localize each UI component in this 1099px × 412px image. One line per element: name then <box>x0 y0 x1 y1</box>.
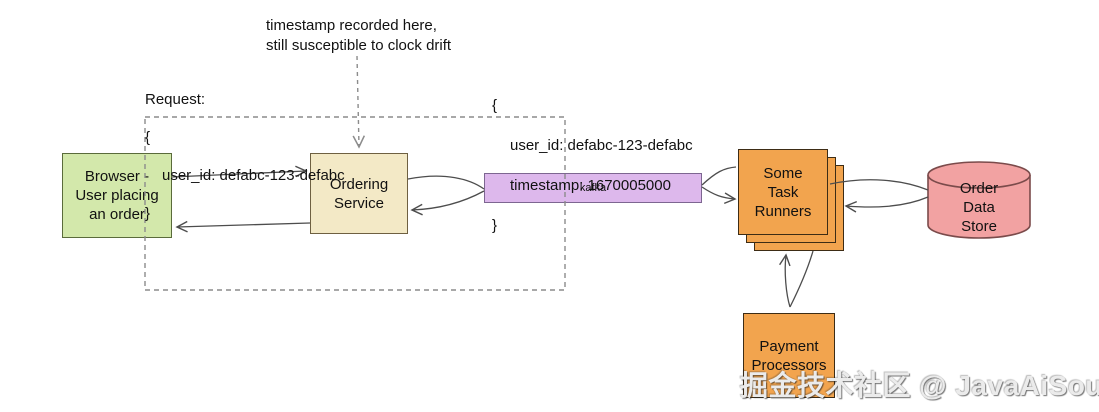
request-body: user_id: defabc-123-defabc <box>162 167 345 184</box>
node-order-data-store-cylinder <box>927 161 1031 239</box>
node-payment-processors-label: Payment Processors <box>751 337 827 374</box>
annotation-clock-drift: timestamp recorded here, still susceptib… <box>266 17 452 54</box>
node-order-data-store-label: Order Data Store <box>959 180 999 235</box>
request-open-brace: { <box>145 129 151 146</box>
request-label: Request: <box>145 91 206 108</box>
node-task-runners: Some Task Runners <box>738 149 828 235</box>
dashed-annotation-arrow <box>357 55 359 147</box>
edge-datastore-to-task-runners <box>846 196 929 207</box>
annotation-request: Request: { user_id: defabc-123-defabc } <box>145 71 345 242</box>
node-payment-processors: Payment Processors <box>743 313 835 398</box>
node-kafka-label: kafka <box>579 182 607 194</box>
node-task-runners-label: Some Task Runners <box>754 164 812 220</box>
edge-task-runners-to-payment <box>789 250 814 308</box>
edge-payment-to-task-runners <box>785 255 790 308</box>
message-close-brace: } <box>492 217 498 234</box>
watermark-text: 掘金技术社区 @ JavaAiSouth <box>740 370 1099 401</box>
edge-task-runners-to-datastore <box>829 179 929 191</box>
annotation-kafka-message: { user_id: defabc-123-defabc timestamp: … <box>492 76 693 256</box>
message-timestamp: timestamp: 1670005000 <box>510 177 671 194</box>
edge-kafka-to-task-runners-lower <box>701 186 735 199</box>
request-close-brace: } <box>145 205 151 222</box>
edge-kafka-to-ordering <box>412 190 485 210</box>
message-open-brace: { <box>492 97 498 114</box>
edge-kafka-to-task-runners-upper <box>701 166 737 186</box>
edge-ordering-to-kafka <box>407 175 485 190</box>
message-user-id: user_id: defabc-123-defabc <box>510 137 693 154</box>
